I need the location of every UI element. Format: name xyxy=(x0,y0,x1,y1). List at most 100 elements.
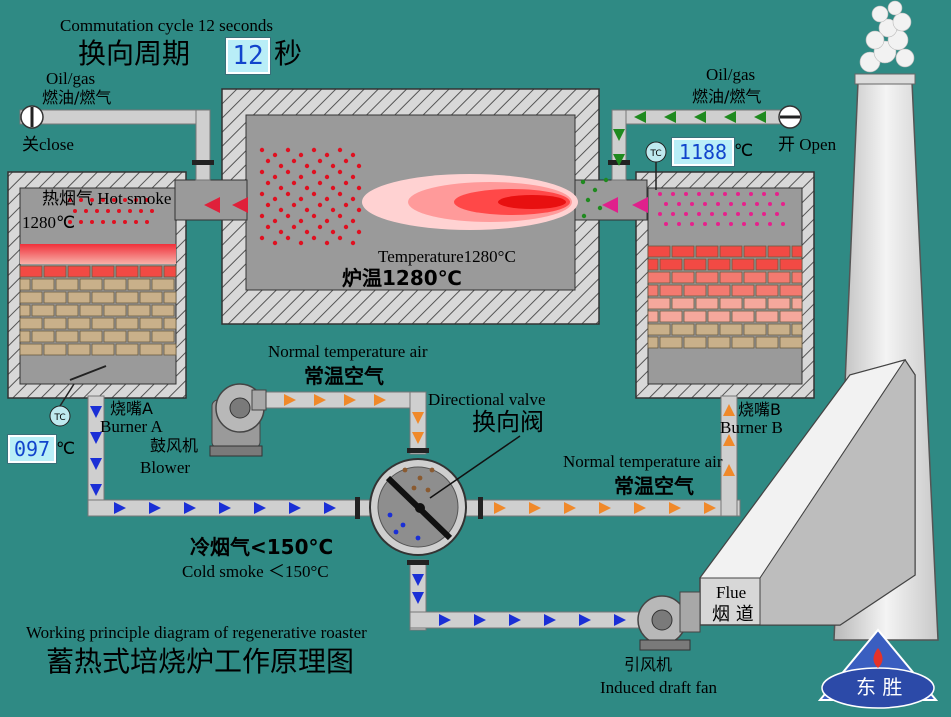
left-fuel-valve[interactable] xyxy=(20,105,44,129)
brick xyxy=(767,323,791,336)
induced-draft-fan-icon[interactable] xyxy=(637,591,701,651)
brick xyxy=(671,297,695,310)
air-dot xyxy=(723,212,727,216)
top-valve-flange xyxy=(407,448,429,453)
hot-smoke-dot xyxy=(106,209,110,213)
brick xyxy=(139,291,163,304)
hot-smoke-dot xyxy=(68,220,72,224)
brick xyxy=(19,278,31,291)
brick xyxy=(755,284,779,297)
brick xyxy=(767,297,791,310)
flow-arrow xyxy=(544,614,556,626)
air-dot xyxy=(710,192,714,196)
flow-arrow xyxy=(149,502,161,514)
brick xyxy=(743,271,767,284)
valve-cn: 换向阀 xyxy=(472,408,544,436)
flame-dot xyxy=(311,147,317,153)
flow-arrow xyxy=(412,412,424,424)
flame-dot xyxy=(272,240,278,246)
cycle-cn-prefix: 换向周期 xyxy=(78,37,191,70)
brick xyxy=(767,245,791,258)
right-valve-label: 开 Open xyxy=(778,135,837,154)
flow-arrow xyxy=(724,111,736,123)
brick xyxy=(55,330,79,343)
brick xyxy=(67,343,91,356)
air-top-cn: 常温空气 xyxy=(304,364,384,388)
brick xyxy=(731,258,755,271)
flame-dot xyxy=(285,191,291,197)
right-regenerator xyxy=(635,171,815,399)
flame-dot xyxy=(259,169,265,175)
brick xyxy=(79,304,103,317)
air-dot xyxy=(775,212,779,216)
flame-dot xyxy=(278,163,284,169)
brick xyxy=(91,343,115,356)
brick xyxy=(163,291,177,304)
flame-dot xyxy=(350,240,356,246)
flow-arrow xyxy=(114,502,126,514)
valve-dot-brown xyxy=(402,467,408,473)
flow-arrow xyxy=(474,614,486,626)
flame-dot xyxy=(259,235,265,241)
flame-dot xyxy=(330,185,336,191)
flame-dot xyxy=(311,169,317,175)
brick xyxy=(779,336,803,349)
flame-dot xyxy=(356,229,362,235)
brick xyxy=(779,284,803,297)
flame-dot xyxy=(265,202,271,208)
directional-valve[interactable] xyxy=(369,435,521,556)
left-fuel-cn: 燃油/燃气 xyxy=(42,88,112,107)
air-dot xyxy=(716,222,720,226)
green-dot xyxy=(585,197,591,203)
brick xyxy=(779,310,803,323)
flame-dot xyxy=(350,174,356,180)
burner-a-en: Burner A xyxy=(100,417,163,436)
brick xyxy=(791,245,803,258)
right-valve-flange xyxy=(478,497,483,519)
brick xyxy=(707,284,731,297)
brick xyxy=(695,245,719,258)
logo-text: 东 胜 xyxy=(856,675,903,699)
flame-dot xyxy=(304,163,310,169)
flame-dot xyxy=(324,196,330,202)
brick xyxy=(743,297,767,310)
brick xyxy=(139,317,163,330)
valve-dot-brown xyxy=(429,467,435,473)
flow-arrow xyxy=(412,432,424,444)
flame-dot xyxy=(285,147,291,153)
valve-dot-brown xyxy=(417,475,423,481)
air-dot xyxy=(762,192,766,196)
blower-icon[interactable] xyxy=(209,383,267,457)
flow-arrow xyxy=(412,592,424,604)
flame-dot xyxy=(285,169,291,175)
hot-smoke-dot xyxy=(95,209,99,213)
air-dot xyxy=(677,202,681,206)
brick xyxy=(755,336,779,349)
right-fuel-valve[interactable] xyxy=(778,105,802,129)
flame-dot xyxy=(259,191,265,197)
flame-dot xyxy=(298,152,304,158)
brick xyxy=(707,258,731,271)
brick xyxy=(79,278,103,291)
left-valve-label: 关close xyxy=(22,135,74,154)
air-dot xyxy=(723,192,727,196)
hot-smoke-dot xyxy=(68,198,72,202)
brick xyxy=(755,258,779,271)
furnace-temp-en: Temperature1280°C xyxy=(378,247,516,266)
green-dot xyxy=(592,187,598,193)
air-dot xyxy=(658,192,662,196)
brick xyxy=(67,291,91,304)
flame-dot xyxy=(259,147,265,153)
flow-arrow xyxy=(723,464,735,476)
air-dot xyxy=(671,212,675,216)
flow-arrow xyxy=(632,197,648,213)
burner-a-tip xyxy=(69,365,107,381)
brick xyxy=(31,278,55,291)
flame-dot xyxy=(330,229,336,235)
blower-en: Blower xyxy=(140,458,191,477)
tc-left-icon: TC xyxy=(49,383,75,427)
flow-arrow xyxy=(509,614,521,626)
flow-arrow xyxy=(184,502,196,514)
left-valve-flange xyxy=(355,497,360,519)
air-dot xyxy=(742,222,746,226)
